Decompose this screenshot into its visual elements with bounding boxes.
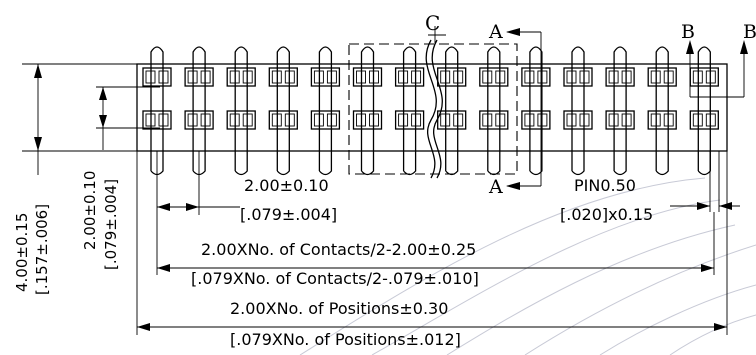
pin-column: [310, 46, 341, 176]
pin-column: [226, 46, 256, 176]
centerline: C: [425, 11, 446, 44]
pin-column: [184, 46, 214, 176]
contact-pad: [689, 110, 719, 130]
contact-pad: [479, 110, 509, 130]
contact-pad: [184, 67, 214, 87]
contact-pad: [268, 110, 298, 130]
contact-pad: [563, 110, 593, 130]
contact-pad: [352, 67, 383, 87]
contact-pad: [437, 67, 467, 87]
pitch-mm-label: 2.00±0.10: [244, 176, 329, 195]
contacts-mm-label: 2.00XNo. of Contacts/2-2.00±0.25: [201, 240, 476, 259]
contact-pad: [689, 67, 719, 87]
positions-mm-label: 2.00XNo. of Positions±0.30: [230, 299, 448, 318]
pin-column: [563, 46, 593, 176]
pin-column: [689, 46, 719, 176]
contact-pad: [521, 67, 551, 87]
section-b-left-label: B: [681, 21, 695, 43]
contact-pad: [142, 110, 172, 130]
contact-pad: [226, 67, 256, 87]
positions-dimension: [136, 151, 728, 335]
contact-pad: [184, 110, 214, 130]
contacts-dimension: [156, 212, 715, 275]
pin-mm-label: PIN0.50: [574, 176, 636, 195]
pin-column: [521, 46, 551, 176]
contact-pad: [479, 67, 509, 87]
height-in-label: [.157±.006]: [33, 204, 51, 295]
contact-pad: [563, 67, 593, 87]
contact-pad: [605, 67, 635, 87]
section-b-right-label: B: [743, 21, 756, 43]
contacts-in-label: [.079XNo. of Contacts/2-.079±.010]: [191, 269, 479, 288]
height-mm-label: 4.00±0.15: [13, 213, 31, 292]
contact-pad: [310, 67, 341, 87]
contact-pad: [310, 110, 341, 130]
pin-width-dimension: [670, 151, 740, 212]
section-a-top-label: A: [488, 21, 503, 43]
contact-pad: [352, 110, 383, 130]
pin-array: [142, 46, 719, 176]
section-b-mark: B B: [681, 21, 756, 98]
contact-pad: [437, 110, 467, 130]
watermark: [299, 177, 756, 355]
pin-column: [479, 46, 509, 176]
contact-pad: [142, 67, 172, 87]
break-line: [431, 39, 443, 179]
height-dimension: [22, 63, 160, 175]
centerline-label: C: [425, 11, 440, 35]
contact-pad: [394, 67, 425, 87]
pin-column: [142, 46, 172, 176]
section-a-mark: A A: [488, 21, 542, 198]
connector-body: [136, 63, 728, 152]
pitch-dimension: [156, 151, 240, 215]
pin-in-label: [.020]x0.15: [560, 205, 653, 224]
pin-column: [647, 46, 677, 176]
pin-column: [437, 46, 467, 176]
section-a-bottom-label: A: [488, 176, 503, 198]
row-in-label: [.079±.004]: [102, 179, 120, 270]
contact-pad: [605, 110, 635, 130]
row-mm-label: 2.00±0.10: [81, 171, 99, 250]
contact-pad: [647, 110, 677, 130]
contact-pad: [647, 67, 677, 87]
contact-pad: [394, 110, 425, 130]
pin-column: [605, 46, 635, 176]
contact-pad: [521, 110, 551, 130]
contact-pad: [268, 67, 298, 87]
break-line-2: [425, 39, 437, 179]
pin-column: [268, 46, 298, 176]
pitch-in-label: [.079±.004]: [240, 205, 337, 224]
contact-pad: [226, 110, 256, 130]
positions-in-label: [.079XNo. of Positions±.012]: [230, 330, 461, 349]
pin-column: [352, 46, 383, 176]
pin-column: [394, 46, 425, 176]
